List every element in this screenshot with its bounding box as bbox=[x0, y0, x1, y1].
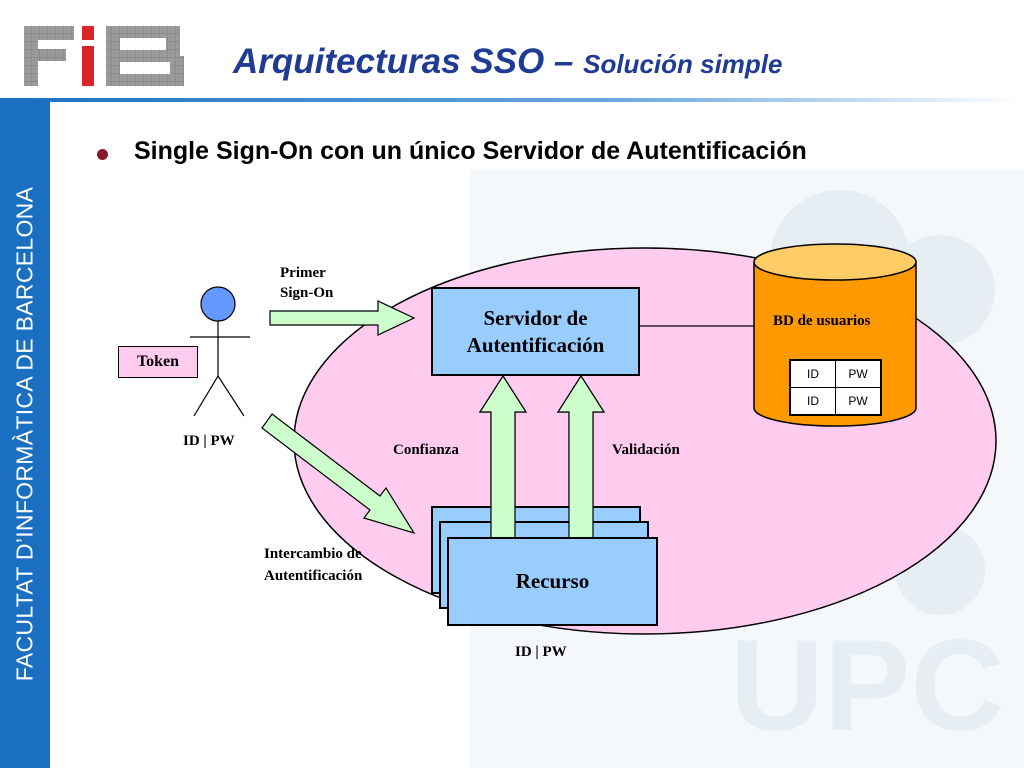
db-label: BD de usuarios bbox=[773, 313, 871, 329]
resource-credentials-label: ID | PW bbox=[515, 644, 567, 660]
user-credentials-label: ID | PW bbox=[183, 433, 235, 449]
server-label-line2: Autentificación bbox=[466, 332, 605, 357]
title-sub: Solución simple bbox=[583, 49, 783, 79]
db-table: ID PW ID PW bbox=[789, 359, 882, 416]
token-label: Token bbox=[136, 353, 180, 370]
page-title: Arquitecturas SSO – Solución simple bbox=[233, 42, 782, 82]
sidebar bbox=[0, 100, 50, 768]
user-icon bbox=[190, 286, 250, 417]
table-row: ID PW bbox=[789, 359, 882, 388]
token-box: Token bbox=[118, 346, 198, 378]
validacion-label: Validación bbox=[612, 442, 680, 458]
intercambio-label-line1: Intercambio de bbox=[264, 546, 362, 562]
watermark-text: UPC bbox=[730, 612, 1004, 758]
intercambio-arrow bbox=[261, 413, 416, 535]
table-cell: PW bbox=[835, 387, 882, 416]
server-label-line1: Servidor de bbox=[483, 305, 588, 330]
table-cell: ID bbox=[789, 359, 836, 388]
header-divider bbox=[0, 98, 1024, 102]
table-row: ID PW bbox=[789, 387, 882, 416]
table-cell: ID bbox=[789, 387, 836, 416]
table-cell: PW bbox=[835, 359, 882, 388]
resource-label: Recurso bbox=[515, 569, 590, 593]
intercambio-label-line2: Autentificación bbox=[264, 568, 363, 584]
auth-server-box: Servidor de Autentificación bbox=[431, 287, 640, 376]
resource-box: Recurso bbox=[447, 537, 658, 626]
bullet-text: Single Sign-On con un único Servidor de … bbox=[134, 137, 807, 165]
primer-signon-arrow bbox=[269, 300, 416, 336]
primer-signon-label-line2: Sign-On bbox=[280, 285, 334, 301]
fib-logo bbox=[24, 26, 189, 91]
primer-signon-label-line1: Primer bbox=[280, 265, 326, 281]
title-main: Arquitecturas SSO – bbox=[233, 42, 584, 81]
confianza-label: Confianza bbox=[393, 442, 459, 458]
bullet-dot bbox=[97, 149, 108, 160]
